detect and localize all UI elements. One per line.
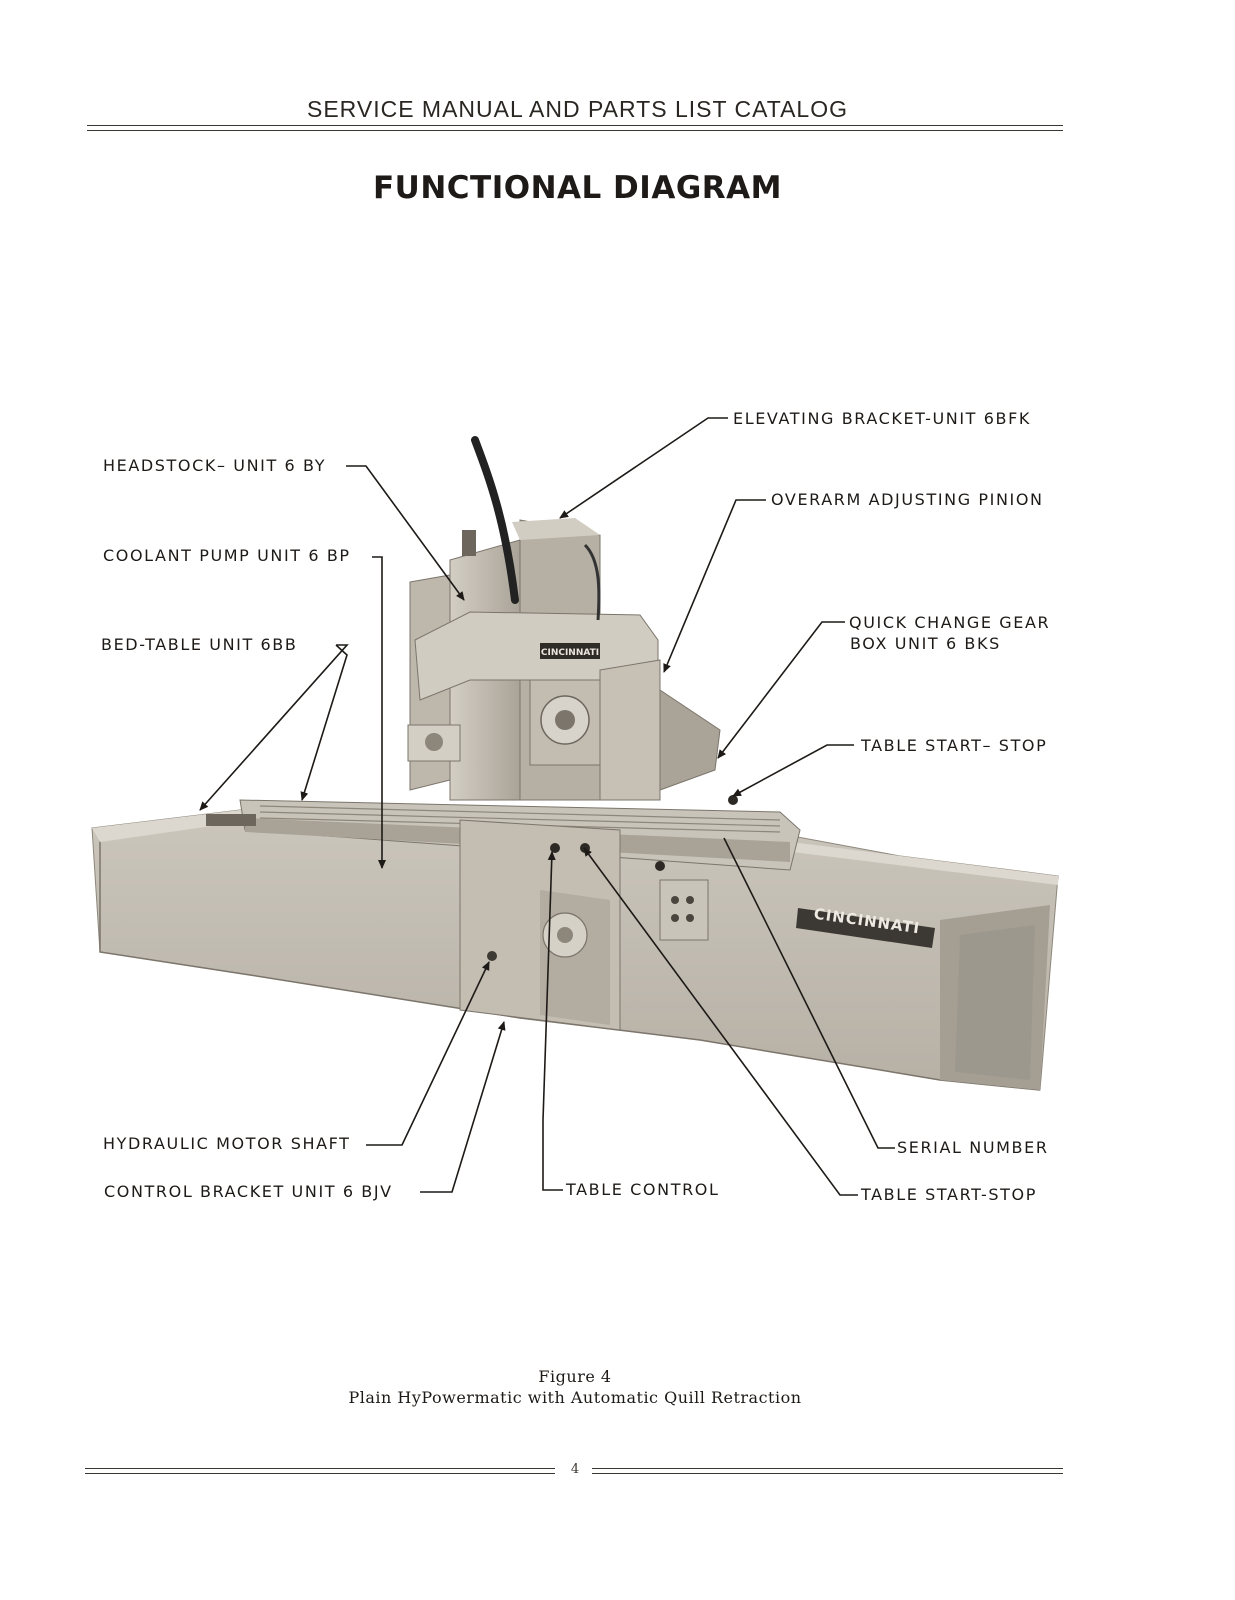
callout-overarm-pinion: OVERARM ADJUSTING PINION: [771, 490, 1044, 509]
footer-rule-left-1: [85, 1468, 555, 1469]
header-rule-2: [87, 130, 1063, 131]
callout-bed-table: BED-TABLE UNIT 6BB: [101, 635, 298, 654]
callout-quick-change-line2: BOX UNIT 6 BKS: [850, 634, 1001, 653]
callout-quick-change-line1: QUICK CHANGE GEAR: [849, 613, 1051, 632]
callout-leaders: [199, 417, 895, 1196]
page-title: FUNCTIONAL DIAGRAM: [373, 170, 782, 206]
callout-headstock: HEADSTOCK– UNIT 6 BY: [103, 456, 327, 475]
callout-table-start-stop-top: TABLE START– STOP: [861, 736, 1048, 755]
callout-elevating-bracket: ELEVATING BRACKET-UNIT 6BFK: [733, 409, 1031, 428]
figure-number: Figure 4: [538, 1367, 612, 1386]
bed-nameplate: [796, 908, 935, 948]
footer-rule-left-2: [85, 1473, 555, 1474]
callout-table-control: TABLE CONTROL: [566, 1180, 720, 1199]
headstock-nameplate-text: CINCINNATI: [541, 648, 599, 658]
callout-control-bracket: CONTROL BRACKET UNIT 6 BJV: [104, 1182, 393, 1201]
saddle-housing: [459, 795, 738, 1031]
callout-table-start-stop-bottom: TABLE START-STOP: [861, 1185, 1037, 1204]
headstock-column: CINCINNATI: [407, 436, 721, 801]
footer-rule-right-2: [592, 1473, 1063, 1474]
callout-serial-number: SERIAL NUMBER: [897, 1138, 1049, 1157]
callout-coolant-pump: COOLANT PUMP UNIT 6 BP: [103, 546, 351, 565]
running-header: SERVICE MANUAL AND PARTS LIST CATALOG: [306, 96, 848, 122]
page-number: 4: [570, 1462, 580, 1477]
figure-description: Plain HyPowermatic with Automatic Quill …: [348, 1388, 802, 1407]
footer-rule-right-1: [592, 1468, 1063, 1469]
header-rule-1: [87, 125, 1063, 126]
callout-hydraulic-motor-shaft: HYDRAULIC MOTOR SHAFT: [103, 1134, 351, 1153]
